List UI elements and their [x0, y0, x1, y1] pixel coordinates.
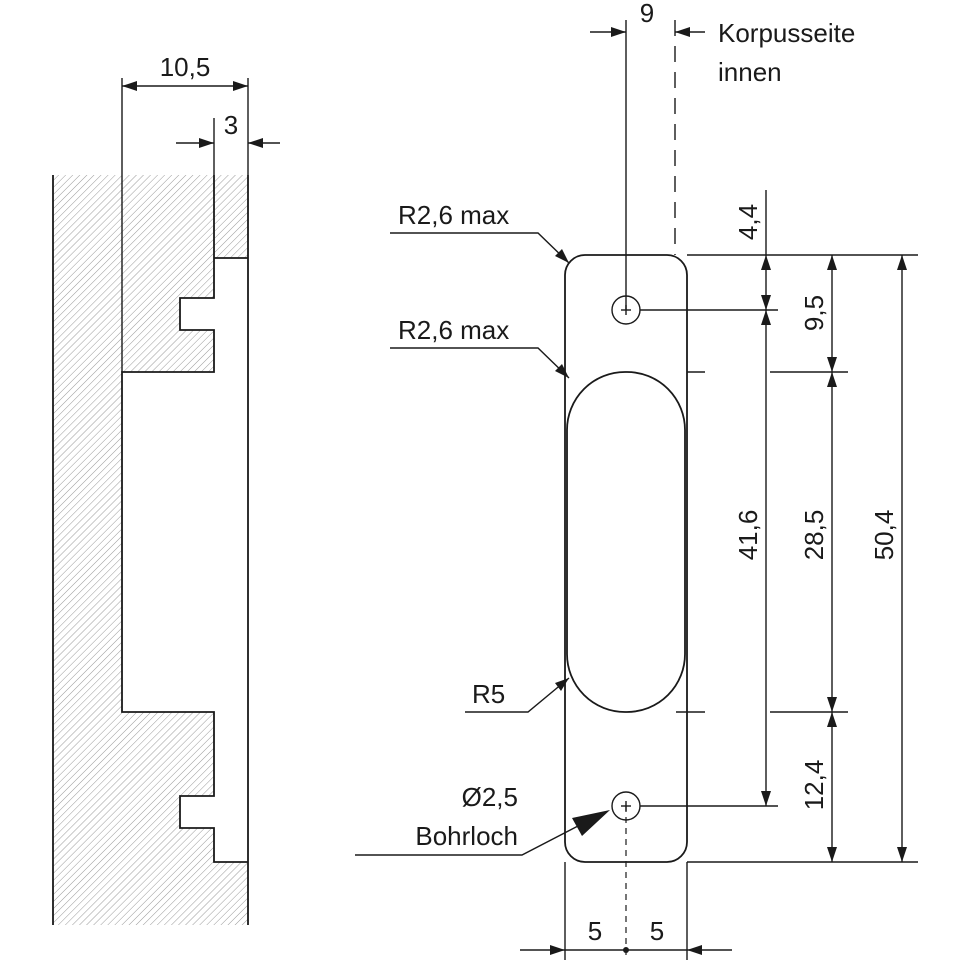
- arrowhead: [550, 945, 565, 955]
- dim-total-width-label: 10,5: [160, 52, 211, 82]
- radius-slot-corner-label: R2,6 max: [398, 315, 509, 345]
- arrowhead: [611, 27, 626, 37]
- arrowhead: [827, 847, 837, 862]
- dim-half-width-right-label: 5: [650, 916, 664, 946]
- arrowhead: [199, 138, 214, 148]
- leader-slot-end: [465, 677, 570, 713]
- arrowhead: [897, 847, 907, 862]
- arrowhead: [827, 357, 837, 372]
- hole-diameter-label: Ø2,5: [462, 782, 518, 812]
- arrowhead: [555, 249, 569, 263]
- arrowhead: [761, 295, 771, 310]
- inner-side-label-line2: innen: [718, 57, 782, 87]
- arrowhead: [897, 255, 907, 270]
- section-hatched-material: [53, 175, 248, 925]
- dim-half-width-left-label: 5: [588, 916, 602, 946]
- dim-hole-spacing-label: 41,6: [733, 510, 763, 561]
- plate-view: 9 Korpusseite innen 4,4 41,6 9,5 28,5: [355, 0, 918, 960]
- radius-top-corner-label: R2,6 max: [398, 200, 509, 230]
- arrowhead: [761, 310, 771, 325]
- arrowhead: [827, 712, 837, 727]
- arrowhead: [248, 138, 263, 148]
- plate-outline: [564, 254, 688, 863]
- dim-inner-width-label: 3: [224, 110, 238, 140]
- arrowhead: [827, 697, 837, 712]
- arrowhead: [687, 945, 702, 955]
- center-dot: [623, 947, 629, 953]
- dim-offset-label: 9: [640, 0, 654, 28]
- arrowhead: [555, 678, 569, 691]
- dim-slot-to-bottom-label: 12,4: [799, 760, 829, 811]
- dim-total-height-label: 50,4: [869, 510, 899, 561]
- dim-top-to-hole-label: 4,4: [733, 204, 763, 240]
- slot-outline: [566, 371, 686, 713]
- arrowhead: [233, 81, 248, 91]
- leader-slot-corner: [390, 347, 570, 379]
- dim-slot-length-label: 28,5: [799, 510, 829, 561]
- arrowhead: [572, 810, 610, 836]
- arrowhead: [827, 372, 837, 387]
- leader-top-corner: [390, 232, 570, 264]
- arrowhead: [761, 255, 771, 270]
- section-outline: [52, 175, 249, 925]
- section-view: 10,5 3: [52, 52, 280, 925]
- arrowhead: [555, 364, 569, 378]
- arrowhead: [827, 255, 837, 270]
- arrowhead: [675, 27, 690, 37]
- dim-hole-to-slot-label: 9,5: [799, 295, 829, 331]
- radius-slot-end-label: R5: [472, 679, 505, 709]
- arrowhead: [122, 81, 137, 91]
- hole-name-label: Bohrloch: [415, 821, 518, 851]
- inner-side-label-line1: Korpusseite: [718, 18, 855, 48]
- arrowhead: [761, 791, 771, 806]
